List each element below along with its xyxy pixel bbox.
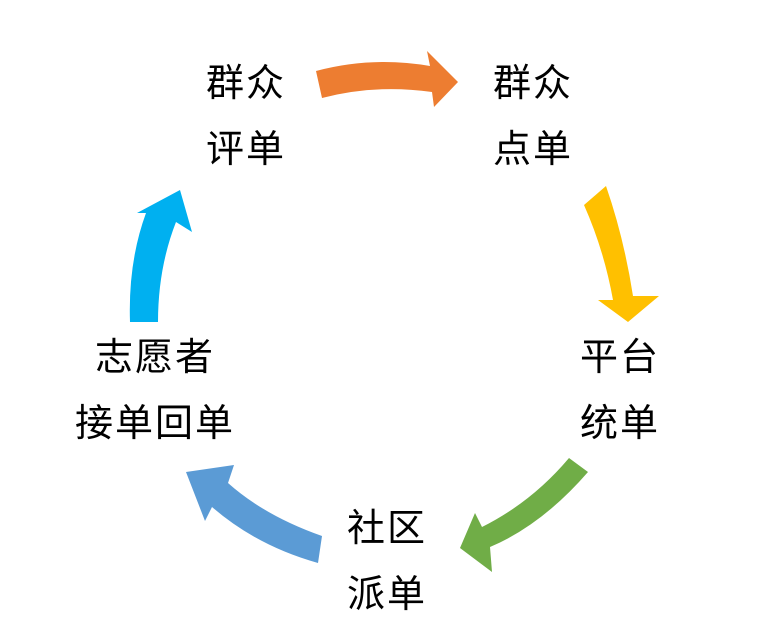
- arrow-community-to-volunteer: [186, 465, 322, 563]
- arrow-platform-to-community: [460, 458, 588, 572]
- node-platform-dispatch: 平台 统单: [560, 324, 680, 456]
- arrow-review-to-order: [316, 51, 458, 107]
- node-crowd-order-line-1: 群众: [492, 61, 573, 105]
- node-community-assign-line-2: 派单: [346, 572, 427, 616]
- arrow-order-to-platform: [584, 186, 659, 322]
- node-crowd-order-line-2: 点单: [492, 127, 573, 171]
- node-platform-dispatch-line-1: 平台: [579, 335, 660, 379]
- node-crowd-review-line-1: 群众: [205, 61, 286, 105]
- node-platform-dispatch-line-2: 统单: [579, 401, 660, 445]
- node-volunteer-accept-line-2: 接单回单: [74, 401, 235, 445]
- arrow-volunteer-to-review: [129, 190, 192, 322]
- node-volunteer-accept-line-1: 志愿者: [94, 335, 215, 379]
- node-crowd-order: 群众 点单: [473, 50, 593, 182]
- node-community-assign-line-1: 社区: [346, 506, 427, 550]
- node-community-assign: 社区 派单: [327, 495, 447, 627]
- node-volunteer-accept: 志愿者 接单回单: [55, 324, 255, 456]
- node-crowd-review: 群众 评单: [186, 50, 306, 182]
- node-crowd-review-line-2: 评单: [205, 127, 286, 171]
